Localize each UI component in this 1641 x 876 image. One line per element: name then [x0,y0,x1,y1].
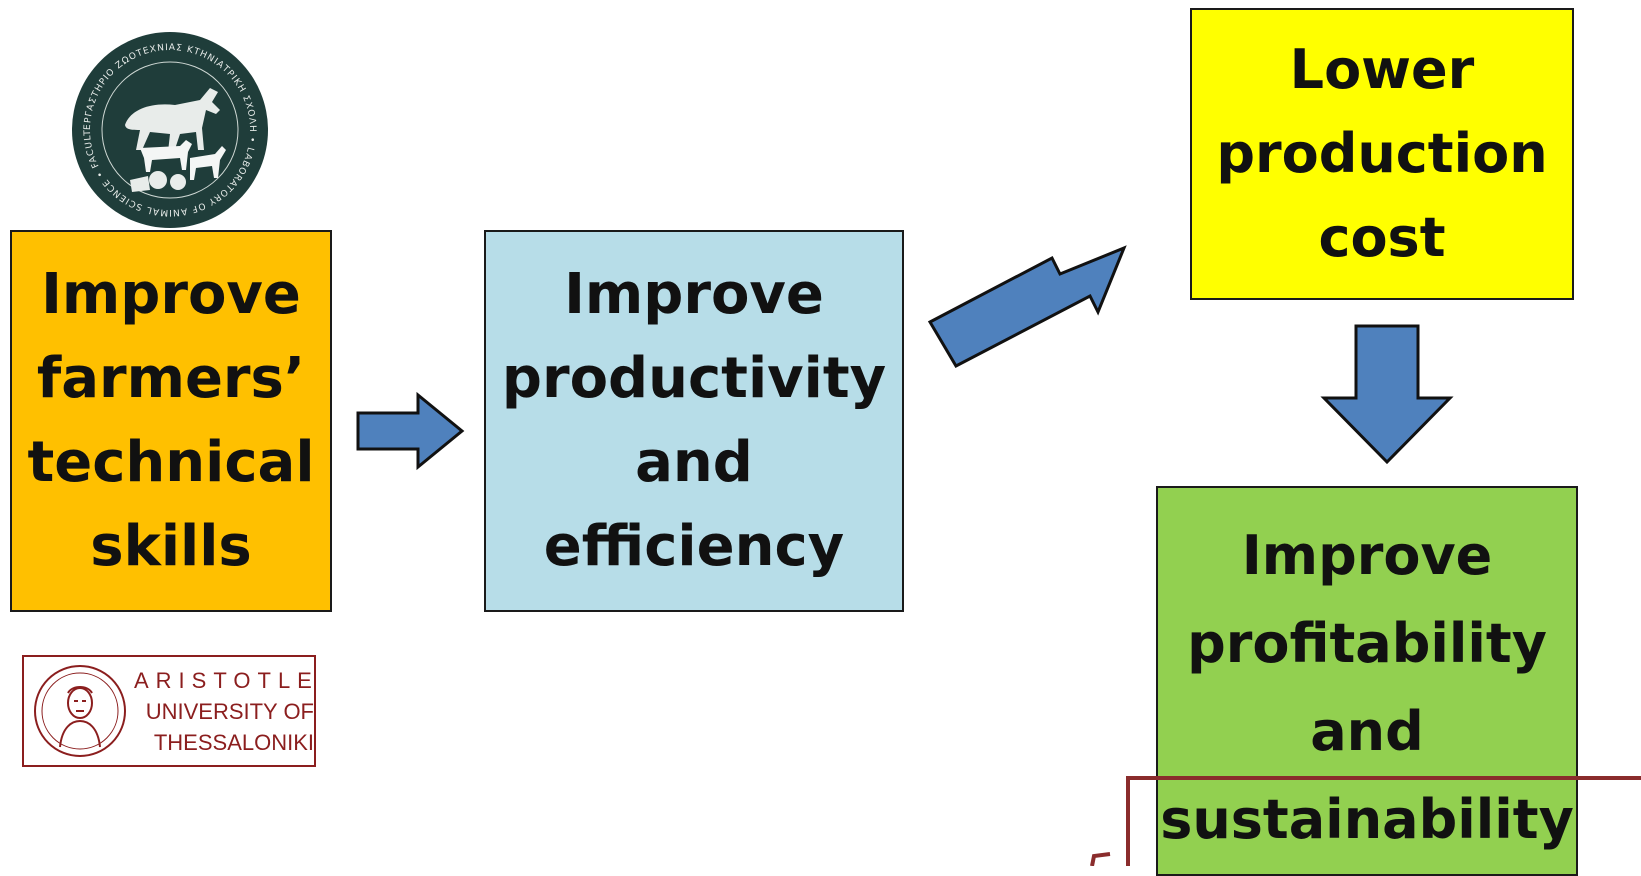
university-name-line-3: THESSALONIKI [153,730,314,755]
box-productivity-efficiency: Improve productivity and efficiency [484,230,904,612]
vet-lab-logo: ΕΡΓΑΣΤΗΡΙΟ ΖΩΟΤΕΧΝΙΑΣ ΚΤΗΝΙΑΤΡΙΚΗ ΣΧΟΛΗ … [66,23,270,230]
arrow-diagonal-up-icon [927,245,1127,368]
box-skills-line-1: Improve [41,262,301,327]
box-productivity-line-1: Improve [564,262,824,327]
arrow-right-icon [356,391,465,471]
box-cost-line-1: Lower [1289,38,1475,101]
box-skills-line-3: technical [27,430,315,495]
university-name-line-1: ARISTOTLE [134,668,319,693]
box-profit-line-4: sustainability [1160,788,1574,851]
university-name-line-2: UNIVERSITY OF [145,699,314,724]
box-cost-line-3: cost [1318,206,1446,269]
box-cost-line-2: production [1216,122,1548,185]
box-profit-line-2: profitability [1187,612,1547,675]
box-technical-skills: Improve farmers’ technical skills [10,230,332,612]
highlight-corner-mark [1090,852,1111,866]
box-productivity-line-2: productivity [501,346,887,411]
box-lower-production-cost: Lower production cost [1190,8,1574,300]
arrow-down-icon [1320,324,1454,465]
box-skills-line-4: skills [90,514,252,579]
box-profit-line-1: Improve [1241,524,1493,587]
box-profitability-sustainability: Improve profitability and sustainability [1156,486,1578,876]
box-profit-line-3: and [1310,700,1424,763]
box-skills-line-2: farmers’ [36,346,306,411]
box-productivity-line-3: and [635,430,753,495]
aristotle-emblem-icon [32,663,128,759]
box-productivity-line-4: efficiency [543,514,845,579]
sustainability-highlight-frame [1126,776,1641,866]
aristotle-university-logo: ARISTOTLE UNIVERSITY OF THESSALONIKI [22,655,316,767]
